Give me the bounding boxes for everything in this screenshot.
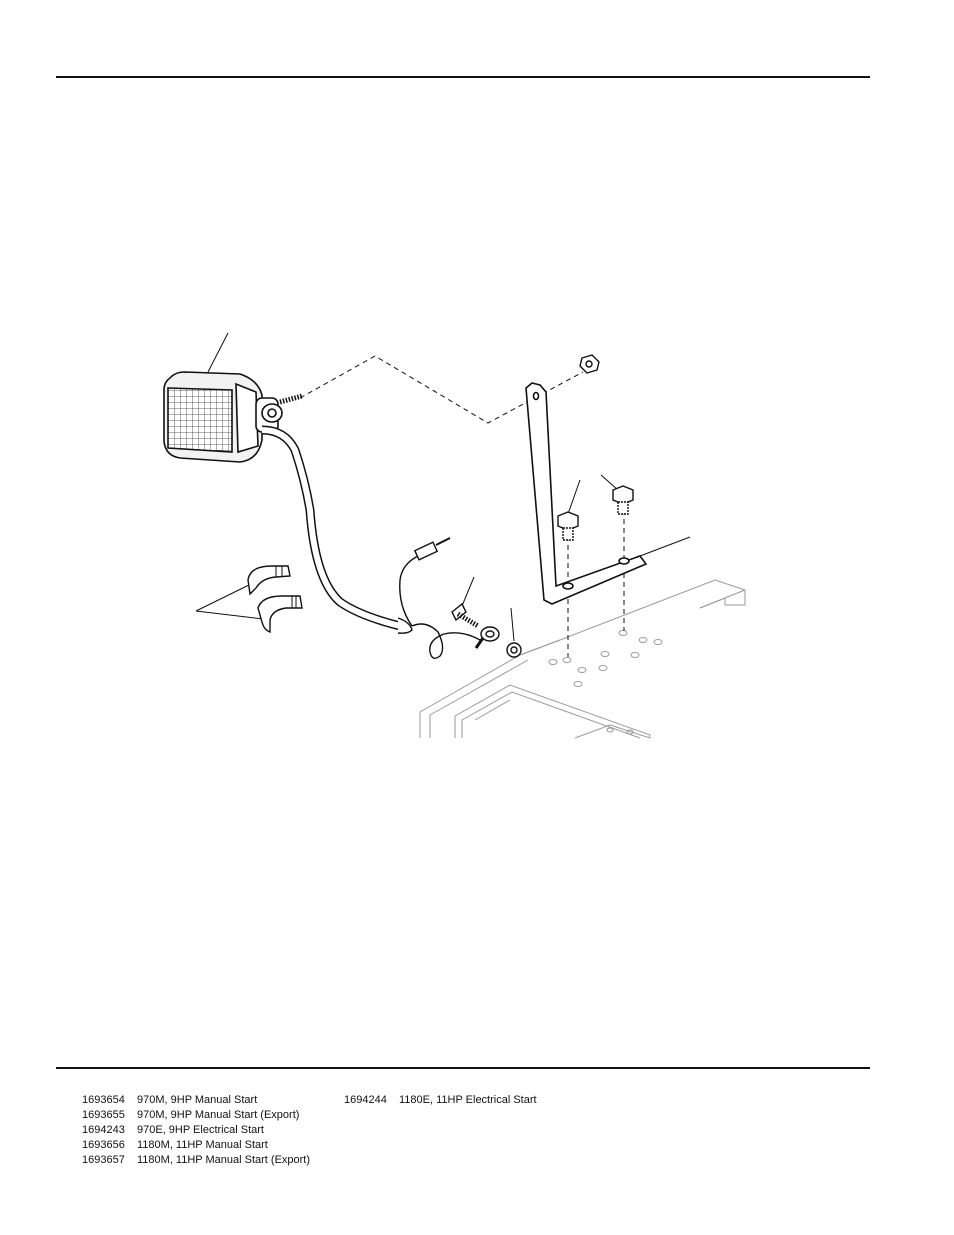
- footer-rule: [56, 1067, 870, 1069]
- model-row: 1693655 970M, 9HP Manual Start (Export): [82, 1108, 310, 1123]
- model-number: 1694243: [82, 1124, 125, 1136]
- hex-nut-drawing: [579, 354, 600, 374]
- model-list-right: 1694244 1180E, 11HP Electrical Start: [344, 1093, 537, 1108]
- work-light-drawing: [163, 371, 481, 659]
- bracket-bolts-drawing: [557, 485, 634, 541]
- model-description: 970E, 9HP Electrical Start: [137, 1124, 264, 1136]
- engine-frame-drawing: [419, 579, 746, 739]
- model-number: 1693654: [82, 1094, 125, 1106]
- bracket-drawing: [525, 382, 648, 605]
- model-description: 1180E, 11HP Electrical Start: [399, 1094, 537, 1106]
- header-rule: [56, 76, 870, 78]
- model-list-left: 1693654 970M, 9HP Manual Start 1693655 970…: [82, 1093, 310, 1168]
- model-row: 1693654 970M, 9HP Manual Start: [82, 1093, 310, 1108]
- parts-exploded-diagram: [163, 332, 746, 739]
- leader-lines: [195, 332, 691, 642]
- cable-ties-drawing: [247, 565, 303, 633]
- model-row: 1694243 970E, 9HP Electrical Start: [82, 1123, 310, 1138]
- model-description: 970M, 9HP Manual Start: [137, 1094, 258, 1106]
- model-number: 1693657: [82, 1154, 125, 1166]
- model-number: 1694244: [344, 1094, 387, 1106]
- ground-hardware-drawing: [451, 602, 522, 658]
- model-number: 1693655: [82, 1109, 125, 1121]
- model-row: 1693656 1180M, 11HP Manual Start: [82, 1138, 310, 1153]
- model-number: 1693656: [82, 1139, 125, 1151]
- model-row: 1694244 1180E, 11HP Electrical Start: [344, 1093, 537, 1108]
- model-description: 970M, 9HP Manual Start (Export): [137, 1109, 300, 1121]
- model-row: 1693657 1180M, 11HP Manual Start (Export): [82, 1153, 310, 1168]
- model-description: 1180M, 11HP Manual Start: [137, 1139, 268, 1151]
- model-description: 1180M, 11HP Manual Start (Export): [137, 1154, 311, 1166]
